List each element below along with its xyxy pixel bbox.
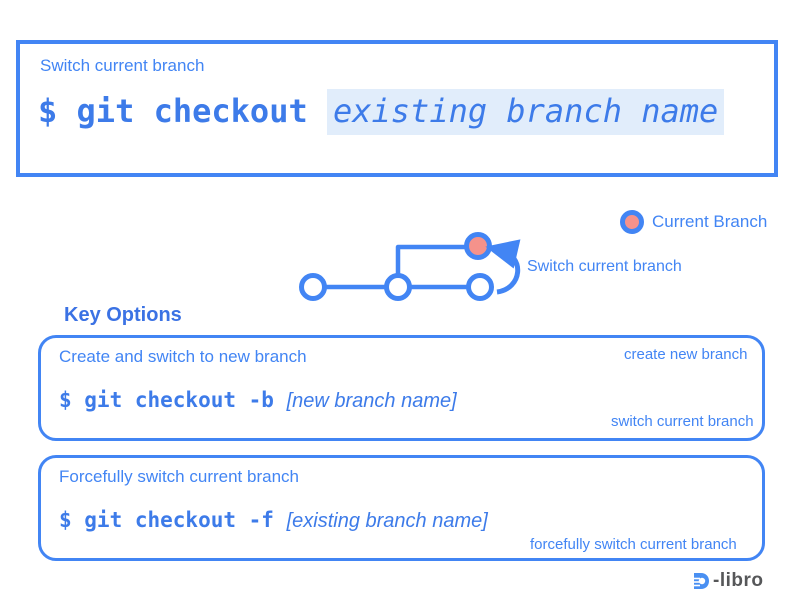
top-box-title: Switch current branch <box>40 56 205 75</box>
command-text: $ git checkout <box>38 92 308 130</box>
create-new-branch-label: create new branch <box>624 346 748 363</box>
command-argument: [existing branch name] <box>286 510 488 532</box>
option-box-force-switch: Forcefully switch current branch $ git c… <box>38 455 765 561</box>
current-branch-dot-icon <box>620 210 644 234</box>
forcefully-switch-label: forcefully switch current branch <box>530 536 737 553</box>
option1-title: Create and switch to new branch <box>59 347 307 366</box>
command-text: $ git checkout -b <box>59 388 274 412</box>
command-text: $ git checkout -f <box>59 508 274 532</box>
commit-node <box>384 273 412 301</box>
current-branch-node <box>464 232 492 260</box>
legend: Current Branch <box>620 209 767 235</box>
command-argument-highlight: existing branch name <box>326 89 725 135</box>
option2-title: Forcefully switch current branch <box>59 467 299 486</box>
top-command-line: $ git checkout existing branch name <box>38 89 725 135</box>
commit-node <box>466 273 494 301</box>
commit-node <box>299 273 327 301</box>
option2-command-line: $ git checkout -f [existing branch name] <box>59 508 488 533</box>
logo-text: -libro <box>713 570 764 591</box>
key-options-heading: Key Options <box>64 304 182 326</box>
legend-label: Current Branch <box>652 212 768 231</box>
dlibro-logo-icon <box>689 573 709 589</box>
switch-current-branch-label: switch current branch <box>611 413 754 430</box>
option-box-create-switch: Create and switch to new branch $ git ch… <box>38 335 765 441</box>
dlibro-logo: -libro <box>688 569 764 593</box>
main-arrow-label: Switch current branch <box>527 258 682 275</box>
switch-arrow <box>485 239 521 295</box>
command-argument: [new branch name] <box>286 390 457 412</box>
command-summary-box: Switch current branch $ git checkout exi… <box>16 40 778 177</box>
main-graph <box>299 232 521 301</box>
option1-command-line: $ git checkout -b [new branch name] <box>59 388 457 413</box>
